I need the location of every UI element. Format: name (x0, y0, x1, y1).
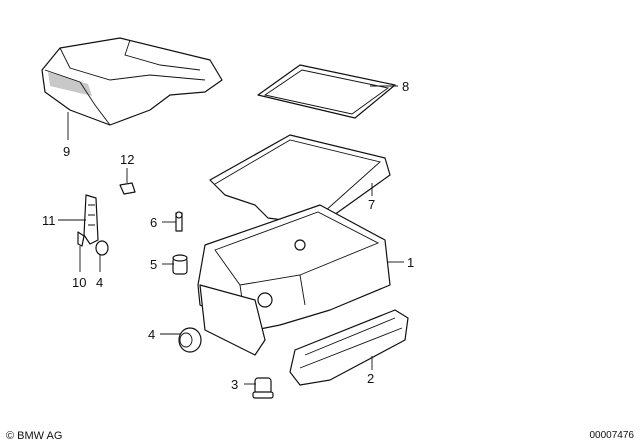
callout-7: 7 (368, 197, 375, 212)
part-8-mat (257, 64, 396, 119)
callout-4-upper: 4 (96, 275, 103, 290)
callout-3: 3 (231, 377, 238, 392)
part-9-cover (41, 37, 223, 126)
brand-footer: © BMW AG (6, 430, 63, 442)
callout-8: 8 (402, 79, 409, 94)
callout-10: 10 (72, 275, 86, 290)
callout-1: 1 (407, 255, 414, 270)
part-4-cap (95, 240, 109, 256)
part-5-mount (172, 254, 188, 275)
callout-12: 12 (120, 152, 134, 167)
part-11-bracket (83, 194, 99, 245)
part-1-box (197, 204, 391, 356)
part-2-panel (289, 309, 409, 386)
part-12-clip (119, 182, 136, 195)
callout-9: 9 (63, 144, 70, 159)
diagram-number: 00007476 (589, 430, 635, 441)
callout-4-lower: 4 (148, 327, 155, 342)
part-10-screw (77, 231, 85, 247)
leader-lines (58, 85, 404, 385)
callout-5: 5 (150, 257, 157, 272)
callout-6: 6 (150, 215, 157, 230)
callout-2: 2 (367, 371, 374, 386)
callout-11: 11 (42, 213, 56, 228)
part-3-foot (252, 377, 274, 399)
part-6-pin (175, 211, 183, 232)
part-4-grommet (178, 327, 202, 353)
